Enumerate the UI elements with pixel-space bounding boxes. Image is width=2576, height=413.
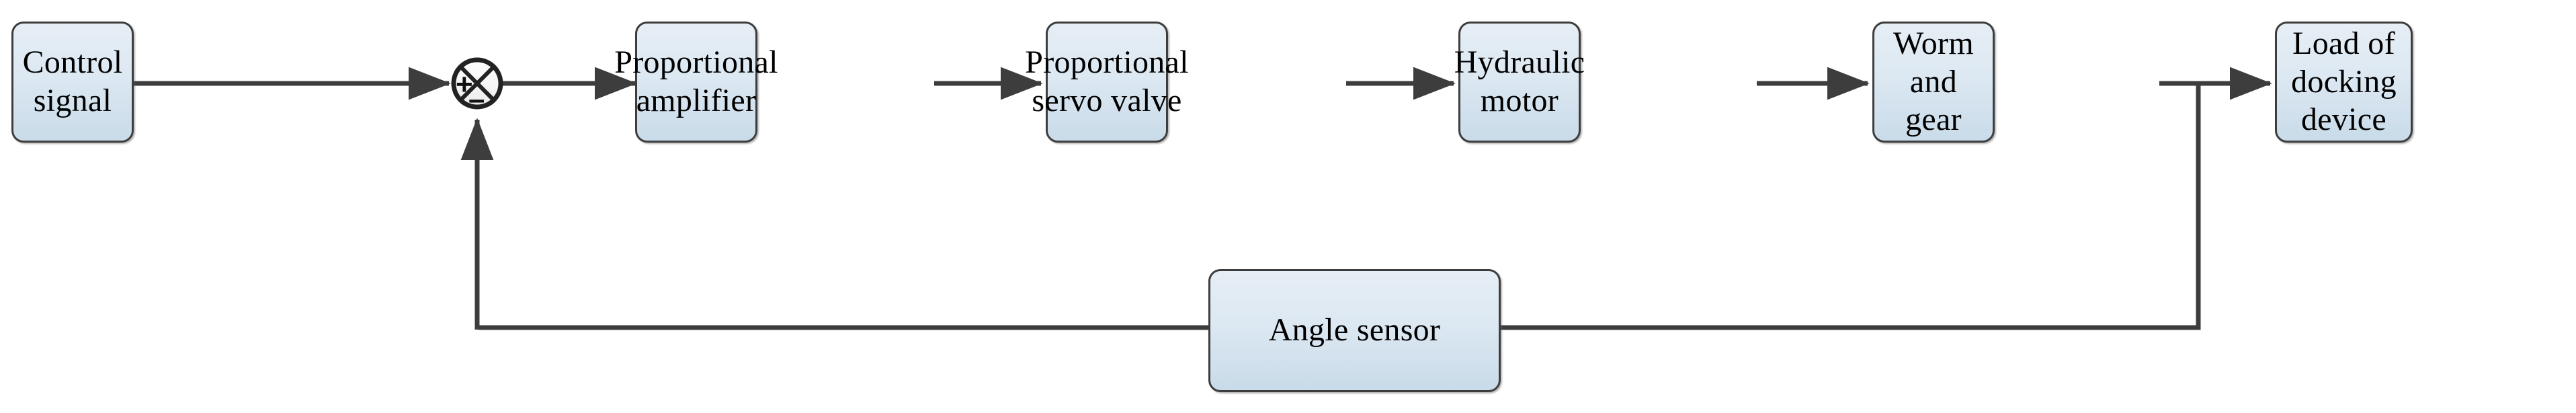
block-label-hydraulic-motor: Hydraulic motor [1454, 44, 1585, 118]
summing-junction-plus-sign: + [456, 68, 473, 101]
block-proportional-servo-valve[interactable]: Proportional servo valve [1025, 22, 1188, 143]
block-worm-and-gear[interactable]: Worm and gear [1872, 22, 1995, 143]
block-label-proportional-amplifier: Proportional amplifier [614, 44, 778, 118]
summing-junction-symbol[interactable] [451, 57, 503, 110]
block-control-signal[interactable]: Control signal [11, 22, 134, 143]
block-label-proportional-servo-valve: Proportional servo valve [1025, 44, 1189, 118]
summing-junction-minus-sign: – [468, 83, 485, 116]
block-hydraulic-motor[interactable]: Hydraulic motor [1454, 22, 1585, 143]
feedback-tap-from-worm-and-gear [1501, 83, 2201, 330]
block-label-worm-and-gear: Worm and gear [1893, 26, 1974, 138]
block-load-of-docking-device[interactable]: Load of docking device [2275, 22, 2413, 143]
summing-junction-signs: + – [449, 58, 505, 114]
summing-junction-cross-b [459, 65, 495, 102]
block-proportional-amplifier[interactable]: Proportional amplifier [614, 22, 778, 143]
block-label-angle-sensor: Angle sensor [1268, 312, 1441, 348]
block-label-control-signal: Control signal [22, 44, 123, 118]
block-angle-sensor[interactable]: Angle sensor [1208, 269, 1501, 392]
block-label-load-of-docking-device: Load of docking device [2291, 26, 2397, 138]
